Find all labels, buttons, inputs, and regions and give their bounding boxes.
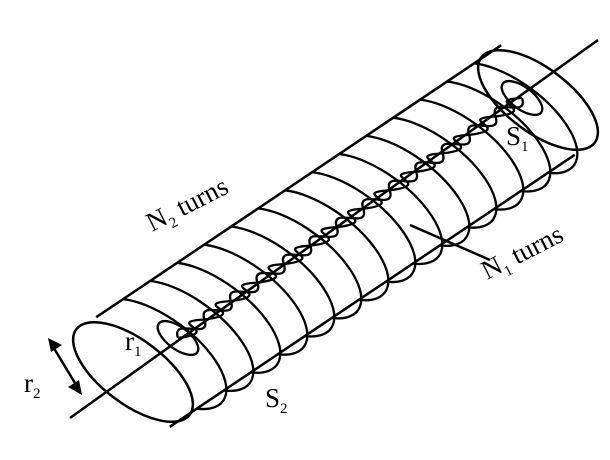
s1-label: S1 [506, 121, 529, 155]
inner-winding-back [176, 97, 524, 339]
outer-winding-turn [393, 116, 498, 229]
n1-turns-label: N1 turns [476, 219, 570, 289]
outer-winding-turn [474, 62, 579, 175]
outer-winding-turn [366, 134, 471, 248]
n1-leader-line [409, 223, 491, 262]
outer-top-edge [95, 44, 502, 319]
outer-bottom-edge [169, 153, 576, 428]
annotations [48, 223, 491, 395]
outer-winding-turn [339, 152, 444, 266]
inner-winding-forward [177, 96, 523, 340]
outer-winding-turn [420, 98, 525, 211]
outer-winding-turn [204, 243, 309, 356]
outer-winding-turn [123, 297, 228, 411]
central-axis [69, 38, 599, 420]
outer-solenoid [71, 44, 600, 428]
axis-line [69, 38, 599, 420]
inner-solenoid [156, 79, 544, 357]
outer-end-cap-far [476, 48, 600, 152]
inner-end-cap-far [500, 79, 544, 117]
s2-label: S2 [265, 383, 288, 417]
outer-winding-turn [285, 189, 390, 302]
n2-turns-label: N2 turns [141, 171, 235, 241]
outer-winding-turn [231, 225, 336, 338]
outer-winding-turn [258, 207, 363, 320]
outer-winding-turn [447, 80, 552, 193]
outer-winding-turn [177, 261, 282, 374]
r2-label: r2 [24, 368, 41, 402]
outer-winding-turn [150, 279, 255, 393]
outer-winding-turn [312, 170, 417, 284]
inner-end-cap-near [156, 319, 200, 357]
r1-label: r1 [125, 326, 142, 360]
r2-arrow [48, 338, 82, 395]
